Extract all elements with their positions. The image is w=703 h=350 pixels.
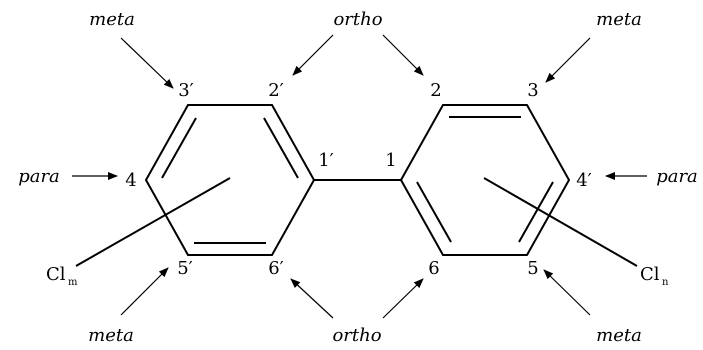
- label-ortho-top: ortho: [333, 9, 382, 30]
- position-1: 1: [385, 150, 396, 171]
- position-1prime: 1′: [318, 150, 334, 171]
- position-3: 3: [527, 80, 538, 101]
- label-ortho-bottom: ortho: [332, 325, 381, 346]
- left-ring-outline: [144, 104, 316, 256]
- arrow-meta-bottom-left: [120, 267, 169, 316]
- right-ring-outline: [399, 104, 571, 256]
- substituent-cl-m: Cl m: [46, 264, 78, 288]
- arrow-meta-top-right: [545, 37, 591, 83]
- substituent-cl-n: Cl n: [640, 264, 669, 288]
- position-4: 4: [125, 170, 136, 191]
- left-benzene-ring: [144, 104, 316, 256]
- arrow-ortho-bottom-right: [382, 278, 424, 319]
- position-5: 5: [527, 258, 538, 279]
- position-6prime: 6′: [268, 258, 284, 279]
- position-4prime: 4′: [576, 170, 592, 191]
- cl-n-symbol: Cl: [640, 264, 660, 285]
- arrow-ortho-top-right: [382, 34, 424, 76]
- arrow-ortho-bottom-left: [290, 278, 334, 319]
- label-meta-top-left: meta: [89, 9, 135, 30]
- cl-m-symbol: Cl: [46, 264, 66, 285]
- arrow-ortho-top-left: [292, 34, 334, 76]
- left-ring-double-bond-a: [161, 117, 197, 179]
- right-ring-double-bond-b: [518, 181, 554, 243]
- position-6: 6: [428, 258, 439, 279]
- cl-m-subscript: m: [68, 277, 78, 288]
- position-2: 2: [430, 80, 441, 101]
- position-5prime: 5′: [177, 258, 193, 279]
- position-3prime: 3′: [178, 80, 194, 101]
- label-meta-bottom-left: meta: [88, 325, 134, 346]
- left-ring-double-bond-b: [263, 117, 299, 179]
- label-meta-top-right: meta: [596, 9, 642, 30]
- label-para-right: para: [656, 166, 698, 187]
- right-cl-line: [483, 177, 638, 267]
- label-meta-bottom-right: meta: [596, 325, 642, 346]
- arrow-meta-bottom-right: [543, 269, 591, 316]
- cl-n-subscript: n: [662, 277, 669, 288]
- right-benzene-ring: [399, 104, 571, 256]
- arrow-meta-top-left: [120, 37, 174, 89]
- right-ring-double-bond-c: [416, 181, 452, 243]
- position-2prime: 2′: [268, 80, 284, 101]
- label-para-left: para: [18, 166, 60, 187]
- left-cl-line: [75, 177, 231, 267]
